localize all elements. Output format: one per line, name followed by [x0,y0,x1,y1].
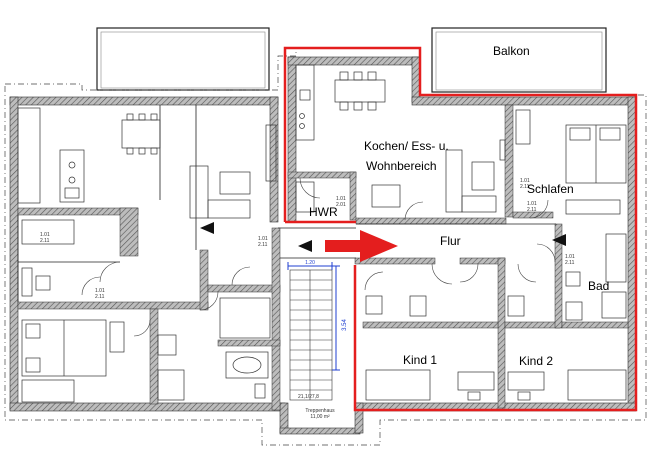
svg-text:1.01: 1.01 [40,232,50,238]
room-label-bad: Bad [588,279,609,293]
room-label-kochen-1: Kochen/ Ess- u. [364,139,449,153]
wall-lines [17,105,556,302]
room-label-balkon: Balkon [493,44,530,58]
svg-text:2.11: 2.11 [40,238,50,244]
svg-text:1.01: 1.01 [258,236,268,242]
svg-text:2.11: 2.11 [95,294,105,300]
stair-dimension [287,262,340,371]
svg-text:2.11: 2.11 [565,260,575,266]
room-label-kind2: Kind 2 [519,354,553,368]
svg-text:1.01: 1.01 [336,196,346,202]
staircase [289,269,333,401]
svg-text:2.01: 2.01 [336,202,346,208]
interior-walls [17,104,629,411]
red-entry-arrow [325,230,398,262]
entry-arrow-left [200,222,214,234]
svg-text:2.11: 2.11 [527,207,537,213]
balcony-right [431,27,607,93]
room-label-flur: Flur [440,234,461,248]
door-swings [81,177,556,337]
room-label-kind1: Kind 1 [403,353,437,367]
entry-arrow-right [298,240,312,252]
stair-width-label: 1.20 [305,260,315,266]
svg-text:1.01: 1.01 [95,288,105,294]
door-marks: 1.01 2.11 1.01 2.11 1.01 2.01 1.01 2.11 … [40,178,575,300]
svg-text:2.11: 2.11 [520,184,530,190]
entry-arrow-far-right [552,234,566,246]
stair-step-note: 21,1/27,8 [298,394,319,400]
svg-text:1.01: 1.01 [527,201,537,207]
balcony-left [96,27,270,91]
left-furniture [21,219,271,403]
highlighted-apartment-outline [283,46,638,412]
room-label-hwr: HWR [309,205,338,219]
svg-text:2.11: 2.11 [258,242,268,248]
right-furniture [295,64,627,401]
left-kitchen [17,107,277,219]
svg-text:1.01: 1.01 [520,178,530,184]
exterior-walls [9,56,637,435]
svg-text:1.01: 1.01 [565,254,575,260]
room-label-schlafen: Schlafen [527,182,574,196]
stair-caption-2: 11,00 m² [310,414,330,420]
stair-dimension-label: 3.54 [342,319,348,331]
room-label-kochen-2: Wohnbereich [366,159,437,173]
stair-caption-1: Treppenhaus [305,408,335,414]
